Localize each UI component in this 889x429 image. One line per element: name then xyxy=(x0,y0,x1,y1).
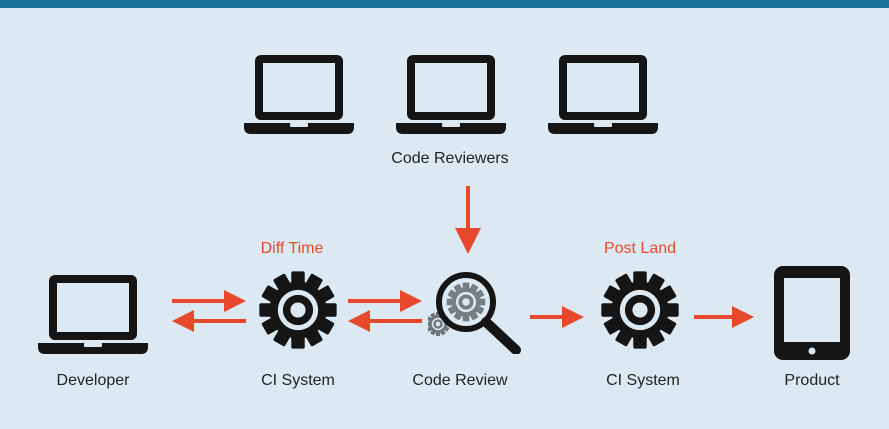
reviewer-laptop-icon-3 xyxy=(548,52,658,136)
ci-system-label-1: CI System xyxy=(261,372,335,389)
code-review-label: Code Review xyxy=(412,372,508,389)
code-reviewers-label: Code Reviewers xyxy=(391,150,509,167)
product-tablet-icon xyxy=(774,266,850,360)
ci-system-gear-icon-1 xyxy=(256,268,340,352)
diff-time-label: Diff Time xyxy=(260,240,324,257)
bidirectional-arrow-icon-2 xyxy=(348,290,422,332)
post-land-label: Post Land xyxy=(603,240,677,257)
right-arrow-icon-1 xyxy=(530,306,584,328)
product-label: Product xyxy=(784,372,840,389)
down-arrow-icon xyxy=(455,186,481,254)
ci-system-label-2: CI System xyxy=(606,372,680,389)
right-arrow-icon-2 xyxy=(694,306,754,328)
reviewer-laptop-icon-2 xyxy=(396,52,506,136)
reviewer-laptop-icon-1 xyxy=(244,52,354,136)
developer-laptop-icon xyxy=(38,272,148,356)
ci-system-gear-icon-2 xyxy=(598,268,682,352)
code-review-magnifier-icon xyxy=(428,272,521,354)
bidirectional-arrow-icon-1 xyxy=(172,290,246,332)
developer-label: Developer xyxy=(56,372,130,389)
header-bar xyxy=(0,0,889,8)
